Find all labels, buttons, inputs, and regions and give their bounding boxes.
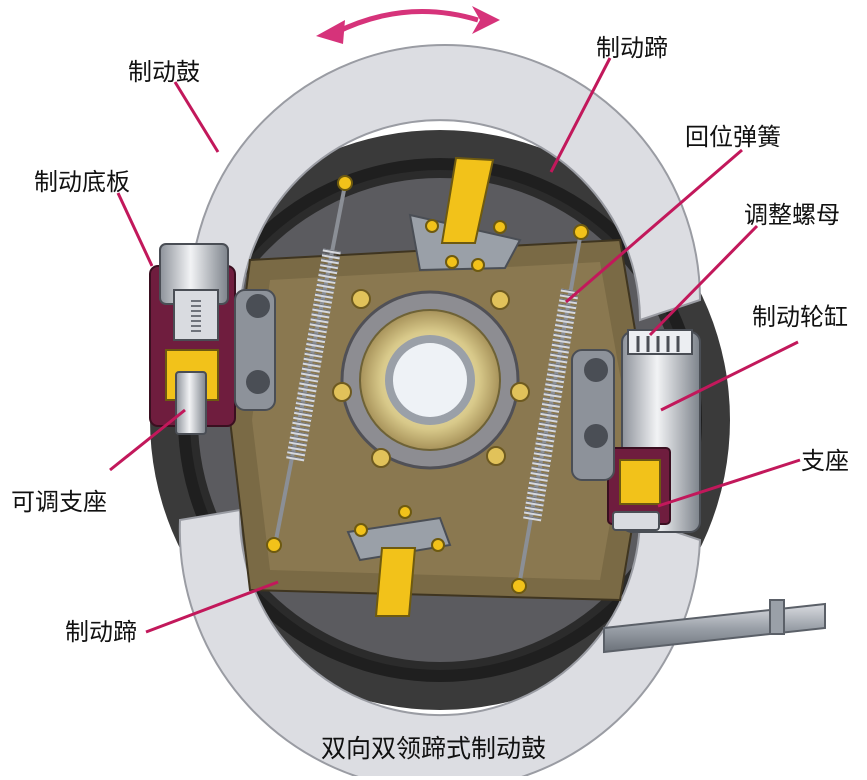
leader-wheel-cylinder: [660, 340, 799, 412]
wheel-cylinder-assembly: [571, 329, 701, 533]
rotation-arrow-icon: [316, 6, 500, 44]
leader-support: [657, 458, 801, 508]
leader-adjustable-support: [109, 408, 186, 472]
label-adjustable-support: 可调支座: [11, 488, 107, 516]
brake-shoe-bottom: [178, 508, 702, 780]
brake-shoe-top: [188, 44, 702, 322]
figure-caption: 双向双领蹄式制动鼓: [320, 734, 546, 763]
return-spring-left: [266, 175, 353, 553]
label-backing-plate: 制动底板: [34, 168, 130, 196]
brake-line: [603, 599, 826, 654]
leader-backing-plate: [116, 192, 154, 267]
leader-shoe-bottom: [145, 580, 279, 634]
brake-pad-top: [440, 156, 495, 244]
leader-return-spring: [565, 148, 743, 304]
adjustable-support-assembly: [149, 243, 276, 435]
label-brake-shoe-bottom: 制动蹄: [65, 618, 137, 646]
label-adjust-nut: 调整螺母: [744, 201, 840, 229]
brake-pad-bottom: [374, 547, 417, 617]
hub-bolts: [332, 289, 530, 468]
label-wheel-cylinder: 制动轮缸: [752, 303, 848, 331]
return-spring-right: [511, 224, 589, 594]
label-return-spring: 回位弹簧: [685, 123, 781, 151]
leader-drum-top: [173, 81, 220, 153]
label-brake-drum-top: 制动鼓: [128, 58, 200, 86]
leader-adjust-nut: [648, 224, 759, 337]
label-brake-shoe-top: 制动蹄: [596, 34, 668, 62]
label-support: 支座: [801, 447, 849, 475]
leader-shoe-top: [549, 57, 612, 173]
hub-bore: [393, 343, 467, 417]
